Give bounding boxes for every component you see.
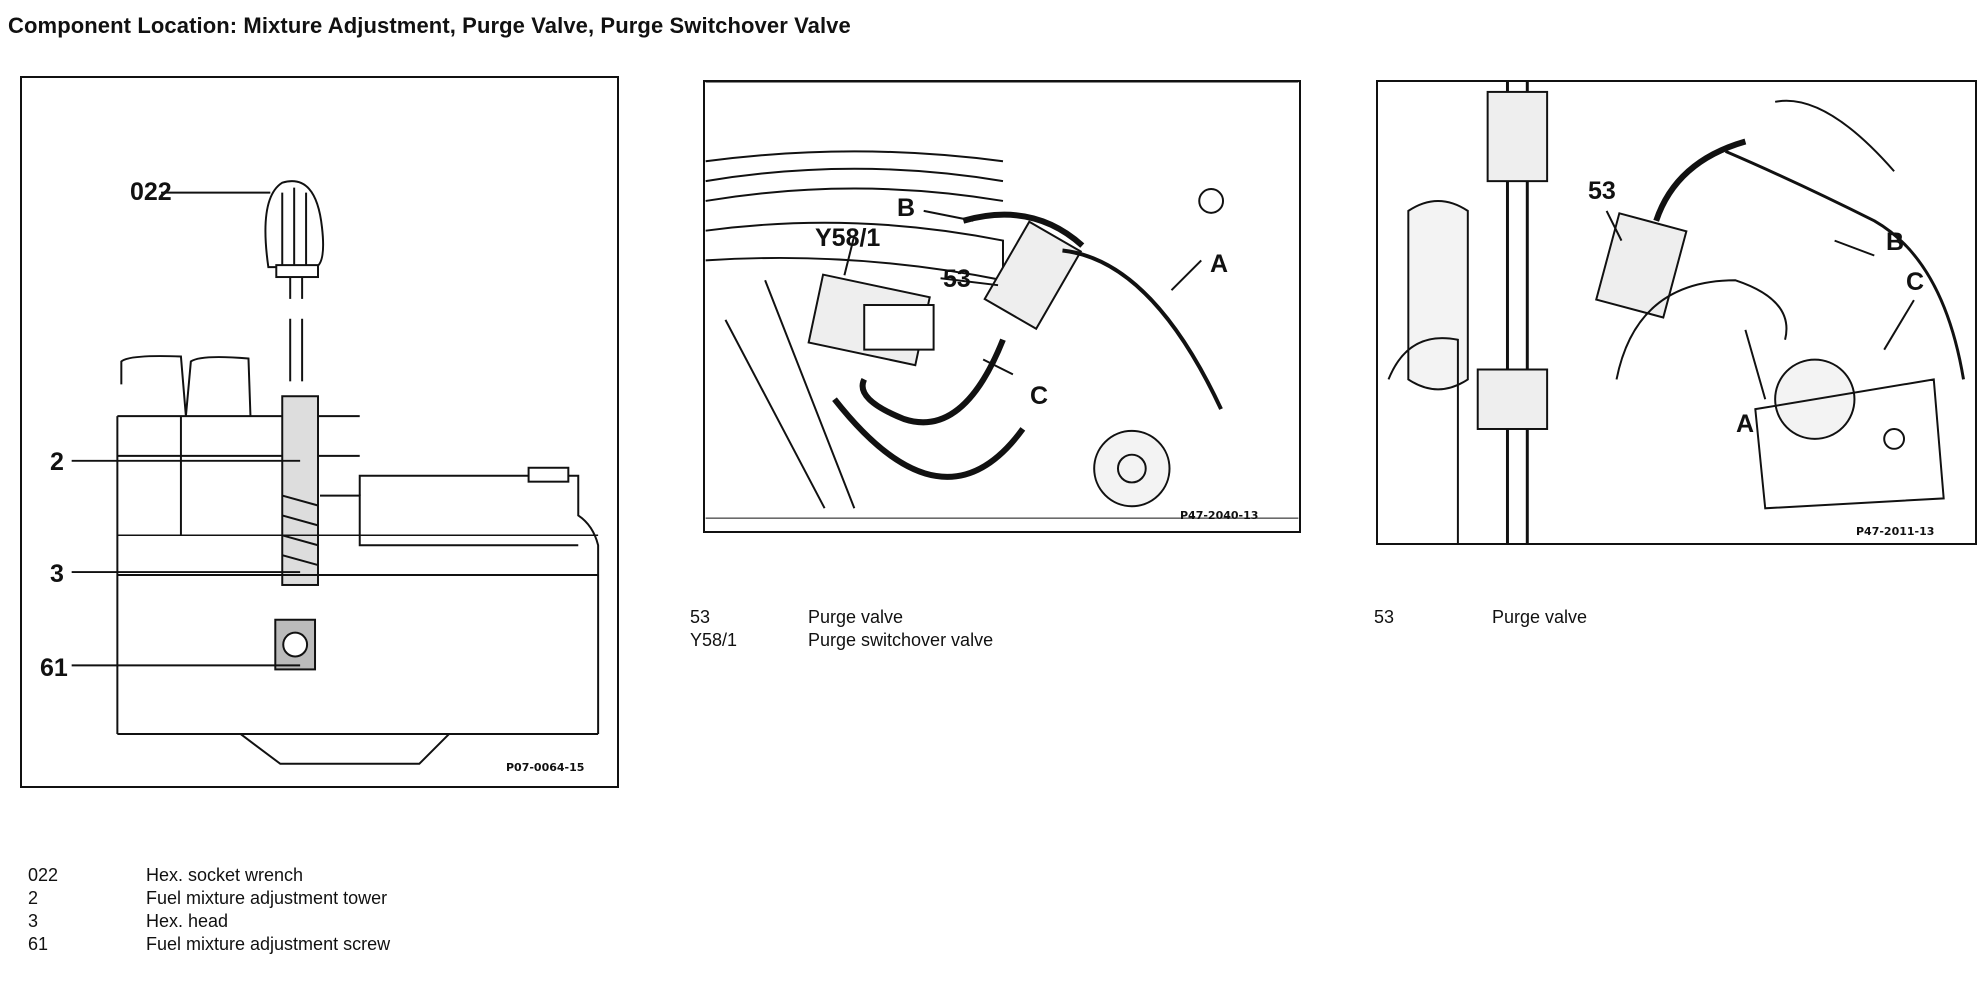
legend-text: Hex. head: [146, 911, 229, 931]
legend-row: 022 Hex. socket wrench: [28, 864, 488, 887]
legend-text: Purge valve: [1492, 607, 1588, 627]
figure-code: P07-0064-15: [506, 761, 585, 774]
legend-key: 61: [28, 934, 49, 954]
callout-2: 2: [50, 448, 64, 476]
legend-key: 022: [28, 865, 59, 885]
legend-text: Purge switchover valve: [808, 630, 994, 650]
legend-key: Y58/1: [690, 630, 738, 650]
page-title: Component Location: Mixture Adjustment, …: [8, 13, 851, 38]
purge-switchover-drawing: [705, 82, 1299, 519]
legend-text: Fuel mixture adjustment screw: [146, 934, 391, 954]
legend-text: Purge valve: [808, 607, 904, 627]
callout-53: 53: [1588, 177, 1616, 205]
legend-row: 3 Hex. head: [28, 910, 488, 933]
mixture-adjustment-drawing: [71, 180, 600, 765]
legend-key: 3: [28, 911, 39, 931]
callout-61: 61: [40, 654, 68, 682]
legend-key: 2: [28, 888, 39, 908]
legend-key: 53: [1374, 607, 1395, 627]
mixture-adjustment-illustration: 022 2 3 61 P07-0064-15: [20, 76, 619, 788]
legend-row: Y58/1 Purge switchover valve: [690, 629, 993, 652]
callout-B: B: [1886, 228, 1905, 256]
legend-row: 53 Purge valve: [690, 606, 993, 629]
legend-purge-switchover: 53 Purge valve Y58/1 Purge switchover va…: [690, 606, 993, 652]
legend-row: 61 Fuel mixture adjustment screw: [28, 933, 488, 956]
callout-C: C: [1906, 268, 1925, 296]
callout-53: 53: [943, 265, 971, 293]
callout-Y58-1: Y58/1: [815, 224, 881, 252]
legend-purge-valve: 53 Purge valve: [1374, 606, 1587, 629]
purge-valve-drawing: [1387, 82, 1965, 543]
callout-022: 022: [130, 178, 172, 206]
purge-switchover-illustration: B Y58/1 53 A C P47-2040-13: [703, 80, 1301, 533]
callout-A: A: [1210, 250, 1229, 278]
callout-C: C: [1030, 382, 1049, 410]
purge-valve-illustration: 53 B C A P47-2011-13: [1376, 80, 1977, 545]
legend-text: Hex. socket wrench: [146, 865, 304, 885]
callout-A: A: [1736, 410, 1755, 438]
callout-B: B: [897, 194, 916, 222]
figure-code: P47-2011-13: [1856, 525, 1935, 538]
legend-key: 53: [690, 607, 711, 627]
legend-text: Fuel mixture adjustment tower: [146, 888, 388, 908]
legend-mixture-adjustment: 022 Hex. socket wrench 2 Fuel mixture ad…: [28, 864, 488, 956]
callout-3: 3: [50, 560, 64, 588]
legend-row: 53 Purge valve: [1374, 606, 1587, 629]
legend-row: 2 Fuel mixture adjustment tower: [28, 887, 488, 910]
figure-code: P47-2040-13: [1180, 509, 1259, 522]
